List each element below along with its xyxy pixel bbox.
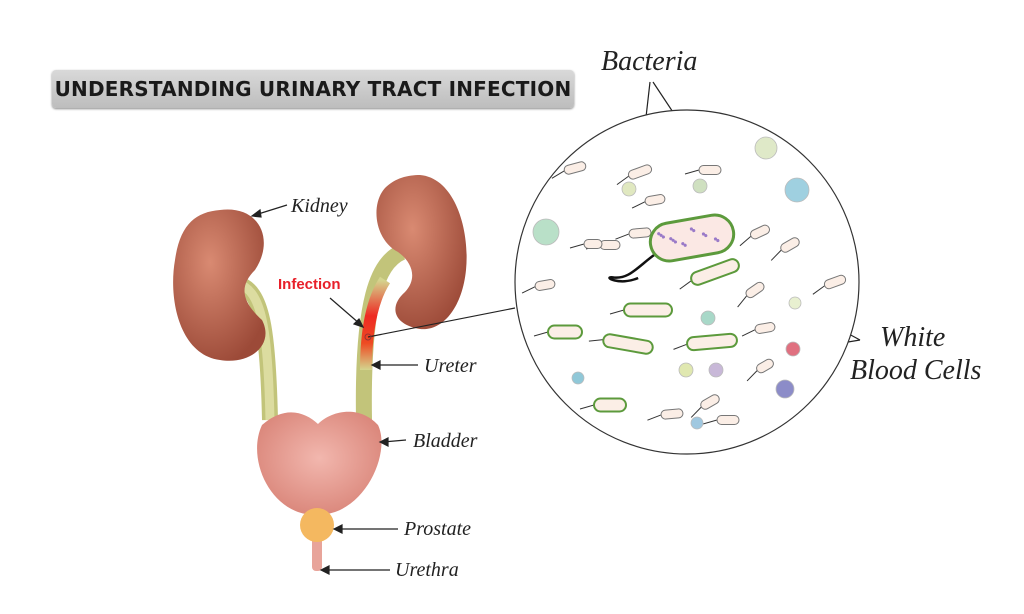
bacterium	[673, 332, 738, 352]
urethra	[312, 535, 322, 571]
bacterium	[746, 358, 774, 382]
white-blood-cell	[571, 371, 585, 385]
title-banner: UNDERSTANDING URINARY TRACT INFECTION	[52, 70, 574, 108]
bacteria-group	[521, 136, 847, 430]
bacterium	[616, 164, 653, 186]
label-wbc-line1: White	[880, 322, 946, 353]
right-ureter-infected	[360, 276, 391, 371]
left-kidney	[173, 209, 266, 361]
magnified-view	[514, 109, 860, 455]
white-blood-cell	[784, 177, 810, 203]
page-title: UNDERSTANDING URINARY TRACT INFECTION	[54, 77, 572, 101]
bacterium	[631, 194, 666, 209]
bacterium	[770, 237, 800, 261]
label-wbc-line2: Blood Cells	[850, 355, 982, 386]
bacterium	[741, 322, 776, 337]
label-urethra: Urethra	[395, 559, 459, 581]
bacterium	[737, 281, 765, 308]
white-blood-cell	[621, 181, 637, 197]
prostate	[300, 508, 334, 542]
bacterium	[647, 408, 684, 421]
white-blood-cell	[775, 379, 795, 399]
bacterium	[812, 274, 847, 295]
bacterium	[702, 415, 740, 425]
white-blood-cell	[532, 218, 560, 246]
bacterium	[690, 394, 720, 418]
white-blood-cell	[788, 296, 802, 310]
large-bacterium	[608, 213, 736, 283]
label-infection: Infection	[278, 276, 341, 293]
label-bladder: Bladder	[413, 430, 478, 452]
bacterium	[579, 397, 627, 413]
white-blood-cell	[700, 310, 716, 326]
white-blood-cell	[692, 178, 708, 194]
bacterium	[569, 239, 603, 249]
bacterium	[615, 227, 652, 240]
bacterium	[533, 324, 583, 340]
white-blood-cell	[708, 362, 724, 378]
bacterium	[739, 224, 770, 247]
right-kidney	[376, 175, 467, 330]
white-blood-cell	[690, 416, 704, 430]
bacterium	[588, 333, 654, 355]
label-prostate: Prostate	[404, 518, 472, 540]
bacterium	[609, 302, 673, 318]
label-kidney: Kidney	[291, 195, 348, 217]
white-blood-cell	[754, 136, 778, 160]
bacterium	[521, 279, 556, 294]
bacterium	[684, 165, 722, 175]
white-blood-cell	[785, 341, 801, 357]
label-bacteria: Bacteria	[601, 46, 698, 77]
white-blood-cell	[678, 362, 694, 378]
label-ureter: Ureter	[424, 355, 477, 377]
bladder	[257, 411, 382, 515]
bacterium	[679, 258, 740, 290]
bacterium	[551, 161, 587, 179]
